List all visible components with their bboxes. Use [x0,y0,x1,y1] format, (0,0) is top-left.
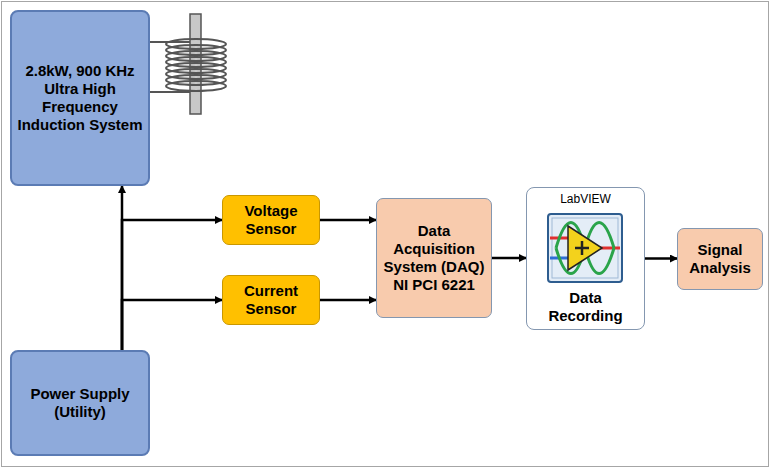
software-box: LabVIEW Data Recording [526,187,645,330]
sensor-box: Voltage Sensor [222,195,320,245]
process-box: Signal Analysis [677,228,763,290]
source-box: Power Supply (Utility) [10,350,150,456]
process-box: Data Acquisition System (DAQ) NI PCI 622… [376,198,492,318]
arrow-connector [122,300,222,350]
box-label: 2.8kW, 900 KHz Ultra High Frequency Indu… [17,62,143,134]
box-label: Power Supply (Utility) [17,385,143,421]
labview-icon [548,214,622,282]
arrow-connector [492,257,526,260]
box-label: Signal Analysis [683,241,757,277]
arrow-connector [122,220,222,350]
box-label: Data Recording [532,289,639,325]
arrow-connector [320,299,376,302]
box-label: Data Acquisition System (DAQ) NI PCI 622… [382,222,486,294]
box-label: Current Sensor [228,282,314,318]
sensor-box: Current Sensor [222,275,320,325]
software-name: LabVIEW [560,192,611,206]
box-label: Voltage Sensor [228,202,314,238]
arrow-connector [645,257,677,260]
coil-windings [166,39,226,91]
arrow-connector [320,219,376,222]
system-box: 2.8kW, 900 KHz Ultra High Frequency Indu… [10,10,150,186]
